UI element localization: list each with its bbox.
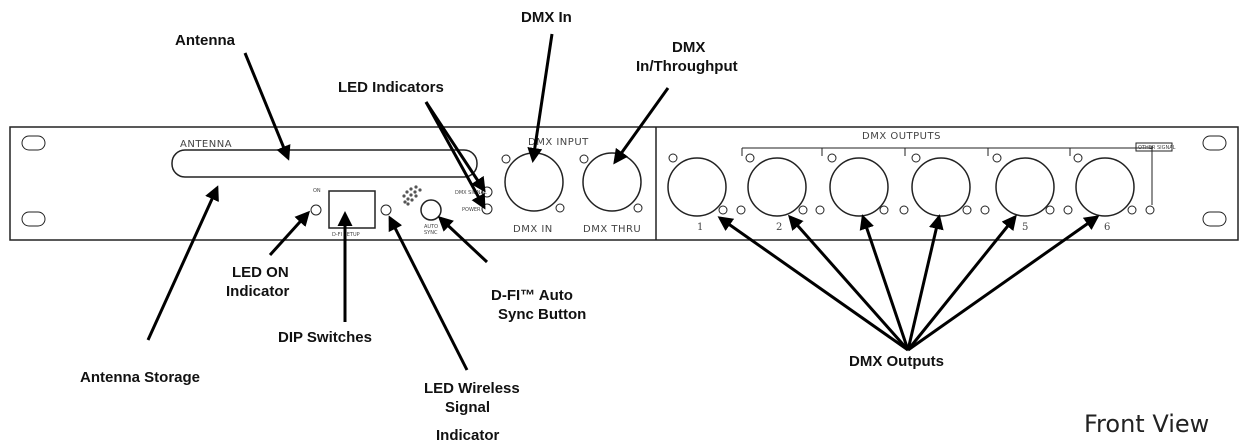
output-2-number: 2 (776, 222, 782, 233)
wireless-signal-icon (402, 185, 422, 206)
dmx-output-5 (995, 157, 1055, 217)
dmx-output-6-screw-tl (1073, 153, 1083, 163)
dmx-output-3-screw-br (879, 205, 889, 215)
arrow-led-on (268, 210, 311, 257)
antenna-storage-slot (171, 149, 478, 178)
dmx-thru-connector (582, 152, 642, 212)
dmx-output-2-led (815, 205, 825, 215)
output-1-number: 1 (697, 222, 703, 233)
dmx-output-5-led (1063, 205, 1073, 215)
dmx-output-1-screw-tl (668, 153, 678, 163)
dmx-output-3-screw-tl (827, 153, 837, 163)
dmx-output-1 (667, 157, 727, 217)
dmx-output-3-led (899, 205, 909, 215)
panel-outline (9, 126, 1239, 241)
callout-led-indicators: LED Indicators (338, 79, 444, 96)
arrow-output-5 (906, 214, 1017, 351)
rack-panel: ANTENNA ON D-FI SETUP AUTO SYNC DMX SIGN… (9, 126, 1239, 241)
panel-auto-label: AUTO (424, 224, 438, 230)
dmx-output-5-screw-tl (992, 153, 1002, 163)
dmx-output-6-led (1145, 205, 1155, 215)
panel-antenna-label: ANTENNA (180, 139, 232, 150)
dmx-in-connector (504, 152, 564, 212)
output-6-number: 6 (1104, 222, 1110, 233)
dmx-output-4-screw-tl (911, 153, 921, 163)
other-signal-box (1135, 142, 1173, 152)
dmx-thru-screw-br (633, 203, 643, 213)
dmx-output-3 (829, 157, 889, 217)
dmx-output-1-screw-br (718, 205, 728, 215)
arrow-led-power (424, 101, 486, 210)
dmx-output-5-screw-br (1045, 205, 1055, 215)
rack-slot-top-left (21, 135, 46, 151)
arrow-antenna-storage (146, 185, 219, 341)
arrow-output-3 (859, 214, 910, 351)
callout-labels: Antenna DMX In DMX In/Throughput LED Ind… (80, 9, 1209, 444)
arrow-dmx-in (527, 33, 554, 163)
auto-sync-button (420, 199, 442, 221)
panel-other-signal-label: OTHER SIGNAL (1138, 145, 1176, 151)
callout-dmx-outputs: DMX Outputs (849, 353, 944, 370)
dmx-output-6-screw-br (1127, 205, 1137, 215)
arrow-antenna (243, 52, 291, 161)
front-view-label: Front View (1084, 410, 1209, 438)
callout-arrows (146, 33, 1100, 371)
arrow-dmx-thru (613, 87, 670, 165)
panel-dmx-thru-label: DMX THRU (583, 224, 641, 235)
arrow-output-4 (906, 214, 944, 351)
callout-dfi-2: Sync Button (498, 306, 586, 323)
led-wireless-signal (380, 204, 392, 216)
dmx-output-4 (911, 157, 971, 217)
panel-dmx-in-label: DMX IN (513, 224, 553, 235)
dmx-in-screw-tl (501, 154, 511, 164)
callout-led-wireless-1: LED Wireless (424, 380, 520, 397)
dmx-output-2-screw-br (798, 205, 808, 215)
dmx-output-2-screw-tl (745, 153, 755, 163)
panel-dmx-signal-label: DMX SIGNAL (455, 190, 487, 196)
dmx-output-4-screw-br (962, 205, 972, 215)
panel-power-label: POWER (462, 207, 481, 213)
output-5-number: 5 (1022, 222, 1028, 233)
arrow-output-2 (788, 214, 910, 351)
callout-dip-switches: DIP Switches (278, 329, 372, 346)
callout-led-on-1: LED ON (232, 264, 289, 281)
callout-dfi-1: D-FI™ Auto (491, 287, 573, 304)
rack-slot-top-right (1202, 135, 1227, 151)
panel-dmx-outputs-label: DMX OUTPUTS (862, 131, 941, 142)
callout-led-on-2: Indicator (226, 283, 290, 300)
callout-dmx-in: DMX In (521, 9, 572, 26)
panel-on-label: ON (313, 188, 321, 194)
rack-slot-bottom-left (21, 211, 46, 227)
arrow-led-wireless (388, 215, 469, 371)
dmx-thru-screw-tl (579, 154, 589, 164)
arrow-output-6 (907, 215, 1100, 352)
callout-dmx-through-2: In/Throughput (636, 58, 738, 75)
panel-dmx-input-label: DMX INPUT (528, 137, 589, 148)
callout-antenna: Antenna (175, 32, 236, 49)
rack-slot-bottom-right (1202, 211, 1227, 227)
callout-antenna-storage: Antenna Storage (80, 369, 200, 386)
arrow-auto-sync (437, 215, 489, 264)
dmx-in-screw-br (555, 203, 565, 213)
dmx-output-1-led (736, 205, 746, 215)
arrow-output-1 (717, 216, 909, 352)
dip-switch-block (328, 190, 376, 229)
dmx-output-4-led (980, 205, 990, 215)
callout-led-wireless-2: Signal (445, 399, 490, 416)
panel-sync-label: SYNC (424, 230, 438, 236)
callout-dmx-through-1: DMX (672, 39, 705, 56)
dmx-output-6 (1075, 157, 1135, 217)
led-on (310, 204, 322, 216)
callout-led-wireless-3: Indicator (436, 427, 500, 444)
dmx-output-2 (747, 157, 807, 217)
